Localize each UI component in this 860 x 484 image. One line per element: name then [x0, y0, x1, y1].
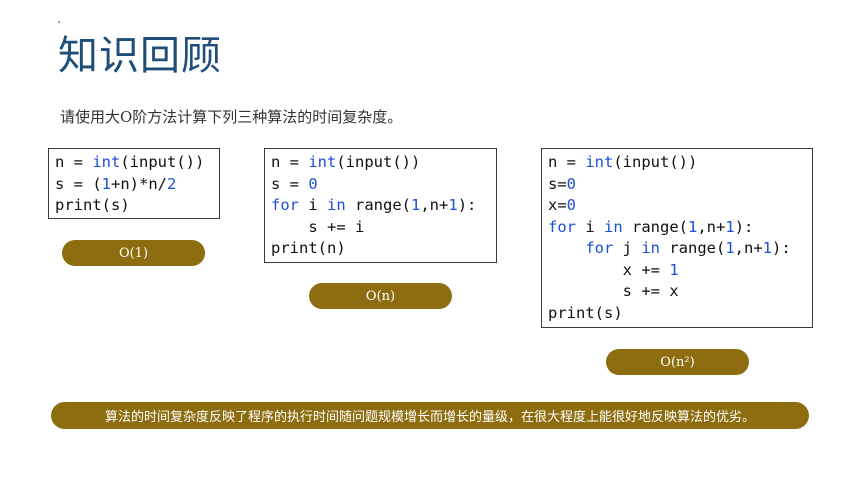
code-text: range( — [622, 217, 688, 236]
code-line: for i in range(1,n+1): — [271, 195, 490, 217]
code-keyword: for — [548, 217, 576, 236]
code-line: s = (1+n)*n/2 — [55, 174, 213, 196]
slide-subtitle: 请使用大O阶方法计算下列三种算法的时间复杂度。 — [60, 108, 403, 126]
code-number: 1 — [762, 239, 773, 257]
code-keyword: int — [585, 153, 614, 171]
answer-badge-3: O(n²) — [606, 349, 749, 375]
code-text: ,n+ — [420, 196, 449, 214]
code-text: (input()) — [120, 153, 205, 171]
slide-title: 知识回顾 — [58, 33, 222, 79]
decorative-dot — [58, 21, 60, 23]
code-text: n = — [55, 153, 93, 171]
code-line: x += 1 — [548, 260, 806, 282]
code-line: n = int(input()) — [548, 152, 806, 174]
code-text: range( — [345, 196, 411, 214]
code-keyword: in — [641, 239, 660, 257]
code-keyword: for — [585, 239, 614, 257]
code-keyword: int — [92, 153, 121, 171]
code-text: ,n+ — [734, 239, 763, 257]
code-line: n = int(input()) — [271, 152, 490, 174]
code-line: for i in range(1,n+1): — [548, 217, 806, 239]
code-line: s += i — [271, 217, 490, 239]
code-line: for j in range(1,n+1): — [548, 238, 806, 260]
code-text: print(s) — [55, 196, 130, 214]
code-number: 1 — [448, 196, 458, 214]
code-text: print(n) — [271, 239, 346, 257]
code-number: 0 — [566, 174, 577, 193]
code-text: +n)*n/ — [111, 174, 168, 193]
code-number: 0 — [308, 174, 318, 193]
code-number: 1 — [725, 239, 735, 257]
code-line: print(s) — [55, 195, 213, 217]
code-line: print(s) — [548, 303, 806, 325]
code-text: (input()) — [336, 153, 421, 171]
answer-badge-2: O(n) — [309, 283, 452, 309]
code-line: x=0 — [548, 195, 806, 217]
code-text: ,n+ — [697, 217, 726, 236]
code-text: x += — [548, 260, 670, 279]
code-line: s += x — [548, 281, 806, 303]
summary-banner: 算法的时间复杂度反映了程序的执行时间随问题规模增长而增长的量级，在很大程度上能很… — [51, 402, 809, 429]
code-keyword: int — [308, 153, 337, 171]
code-text: ): — [772, 239, 791, 257]
code-text: j — [613, 239, 642, 257]
code-text — [548, 239, 585, 257]
code-text: n = — [271, 153, 309, 171]
code-keyword: in — [604, 217, 623, 236]
code-text: print(s) — [548, 303, 623, 322]
code-text: n = — [548, 153, 586, 171]
code-text: range( — [660, 239, 726, 257]
code-text: x= — [548, 196, 567, 214]
code-text: s += i — [271, 217, 365, 236]
code-text: i — [576, 217, 604, 236]
code-text: s += x — [548, 282, 679, 300]
code-text: s = — [271, 174, 309, 193]
code-line: print(n) — [271, 238, 490, 260]
code-number: 2 — [167, 174, 177, 193]
code-text: s= — [548, 174, 567, 193]
code-line: n = int(input()) — [55, 152, 213, 174]
code-text: ): — [457, 196, 477, 214]
code-line: s=0 — [548, 174, 806, 196]
code-keyword: in — [327, 196, 346, 214]
code-number: 0 — [566, 196, 577, 214]
code-text: ): — [734, 217, 754, 236]
code-text: s = ( — [55, 174, 102, 193]
code-text: i — [299, 196, 327, 214]
code-number: 1 — [411, 196, 421, 214]
answer-badge-1: O(1) — [62, 240, 205, 266]
code-number: 1 — [101, 174, 112, 193]
code-line: s = 0 — [271, 174, 490, 196]
code-number: 1 — [725, 217, 735, 236]
code-number: 1 — [688, 217, 698, 236]
code-number: 1 — [669, 260, 679, 279]
code-keyword: for — [271, 196, 299, 214]
code-text: (input()) — [613, 153, 698, 171]
